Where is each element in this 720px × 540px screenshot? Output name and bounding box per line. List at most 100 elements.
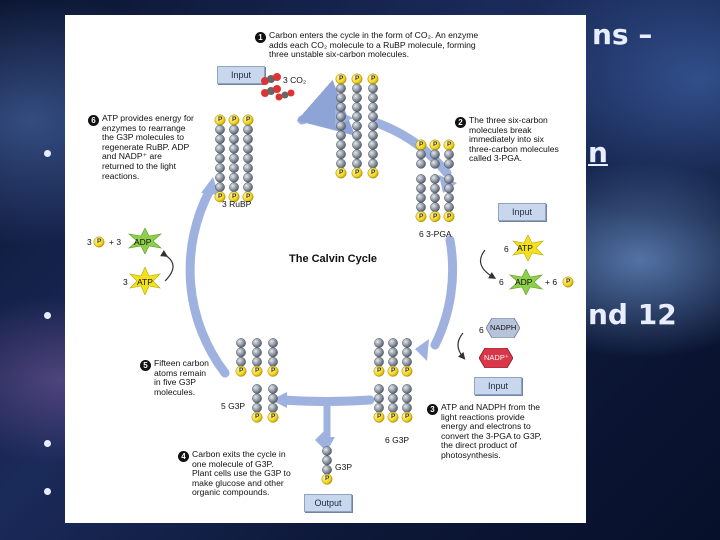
left-adp-text: ADP — [134, 237, 152, 247]
phosphate-label: P — [232, 192, 237, 200]
carbon-ball — [352, 158, 362, 169]
carbon-ball — [374, 402, 384, 413]
phosphate-ball — [242, 191, 254, 203]
phosphate-ball — [214, 191, 226, 203]
carbon-ball — [352, 102, 362, 113]
input-button-co2[interactable]: Input — [217, 66, 265, 84]
carbon-ball — [252, 393, 262, 404]
carbon-ball — [402, 384, 412, 394]
phosphate-ball — [93, 236, 105, 248]
output-button-g3p[interactable]: Output — [304, 494, 352, 512]
carbon-ball — [229, 134, 239, 145]
carbon-ball — [268, 393, 278, 404]
carbon-ball — [444, 174, 454, 184]
left-atp-count: 3 — [123, 277, 128, 287]
carbon-ball — [430, 202, 440, 213]
phosphate-ball — [351, 167, 363, 179]
input-button-nadph[interactable]: Input — [474, 377, 522, 395]
carbon-ball — [268, 384, 278, 394]
phosphate-label: P — [239, 367, 244, 375]
phosphate-label: P — [371, 169, 376, 176]
phosphate-label: P — [377, 367, 382, 375]
phosphate-label: P — [405, 367, 410, 375]
carbon-ball — [430, 149, 440, 160]
co2-molecule-icon — [259, 71, 295, 106]
phosphate-ball — [321, 473, 333, 485]
phosphate-ball — [401, 411, 413, 423]
carbon-ball — [236, 347, 246, 358]
carbon-ball — [444, 192, 454, 203]
rubp-label: 3 RuBP — [222, 199, 252, 209]
carbon-ball — [402, 338, 412, 348]
carbon-ball — [368, 158, 378, 169]
adp-star-icon — [508, 268, 544, 300]
phosphate-label: P — [271, 367, 276, 375]
carbon-ball — [374, 347, 384, 358]
phosphate-label: P — [339, 169, 344, 176]
g3p5-label: 5 G3P — [221, 401, 246, 411]
phosphate-ball — [235, 365, 247, 377]
phosphate-ball — [415, 211, 427, 223]
slide-bullet — [44, 150, 51, 157]
carbon-ball — [368, 102, 378, 113]
carbon-ball — [368, 83, 378, 94]
slide-bullet-fragment: n — [588, 136, 608, 169]
adp-plus-label: + 6 — [545, 277, 558, 287]
carbon-ball — [229, 143, 239, 154]
carbon-ball — [402, 347, 412, 358]
atp-count: 6 — [504, 244, 509, 254]
step-3-number: 3 — [427, 404, 438, 415]
carbon-ball — [430, 158, 440, 169]
carbon-ball — [416, 174, 426, 184]
phosphate-label: P — [232, 116, 237, 123]
phosphate-label: P — [325, 475, 330, 483]
g3p-output-label: G3P — [335, 462, 353, 472]
carbon-ball — [374, 393, 384, 404]
nadph-count: 6 — [479, 325, 484, 335]
left-atp-text: ATP — [137, 277, 153, 287]
phosphate-ball — [367, 167, 379, 179]
carbon-ball — [388, 393, 398, 404]
carbon-ball — [374, 384, 384, 394]
phosphate-label: P — [447, 212, 452, 220]
carbon-ball — [388, 338, 398, 348]
phosphate-label: P — [391, 413, 396, 421]
phosphate-label: P — [271, 413, 276, 421]
left-plus-3: + 3 — [109, 237, 122, 247]
carbon-ball — [430, 183, 440, 194]
carbon-ball — [402, 393, 412, 404]
carbon-ball — [336, 130, 346, 141]
phosphate-ball — [387, 365, 399, 377]
step-4-number: 4 — [178, 451, 189, 462]
step-1-text: Carbon enters the cycle in the form of C… — [269, 30, 479, 60]
carbon-ball — [352, 149, 362, 160]
carbon-ball — [215, 182, 225, 193]
carbon-ball — [215, 124, 225, 135]
slide-bullet — [44, 488, 51, 495]
phosphate-label: P — [339, 75, 344, 82]
carbon-ball — [243, 182, 253, 193]
carbon-ball — [388, 347, 398, 358]
phosphate-label: P — [355, 75, 360, 82]
phosphate-ball — [373, 365, 385, 377]
carbon-ball — [368, 139, 378, 150]
carbon-ball — [430, 174, 440, 184]
input-button-atp[interactable]: Input — [498, 203, 546, 221]
molecule-chains — [93, 73, 574, 485]
phosphate-label: P — [391, 367, 396, 375]
carbon-ball — [402, 402, 412, 413]
phosphate-label: P — [371, 75, 376, 82]
carbon-ball — [243, 172, 253, 183]
carbon-ball — [430, 192, 440, 203]
carbon-ball — [268, 356, 278, 367]
step-1-number: 1 — [255, 32, 266, 43]
carbon-ball — [416, 158, 426, 169]
carbon-ball — [236, 338, 246, 348]
phosphate-label: P — [419, 141, 424, 148]
carbon-ball — [388, 356, 398, 367]
phosphate-ball — [251, 365, 263, 377]
phosphate-label: P — [377, 413, 382, 421]
slide-heading-fragment: ns – — [592, 18, 653, 51]
